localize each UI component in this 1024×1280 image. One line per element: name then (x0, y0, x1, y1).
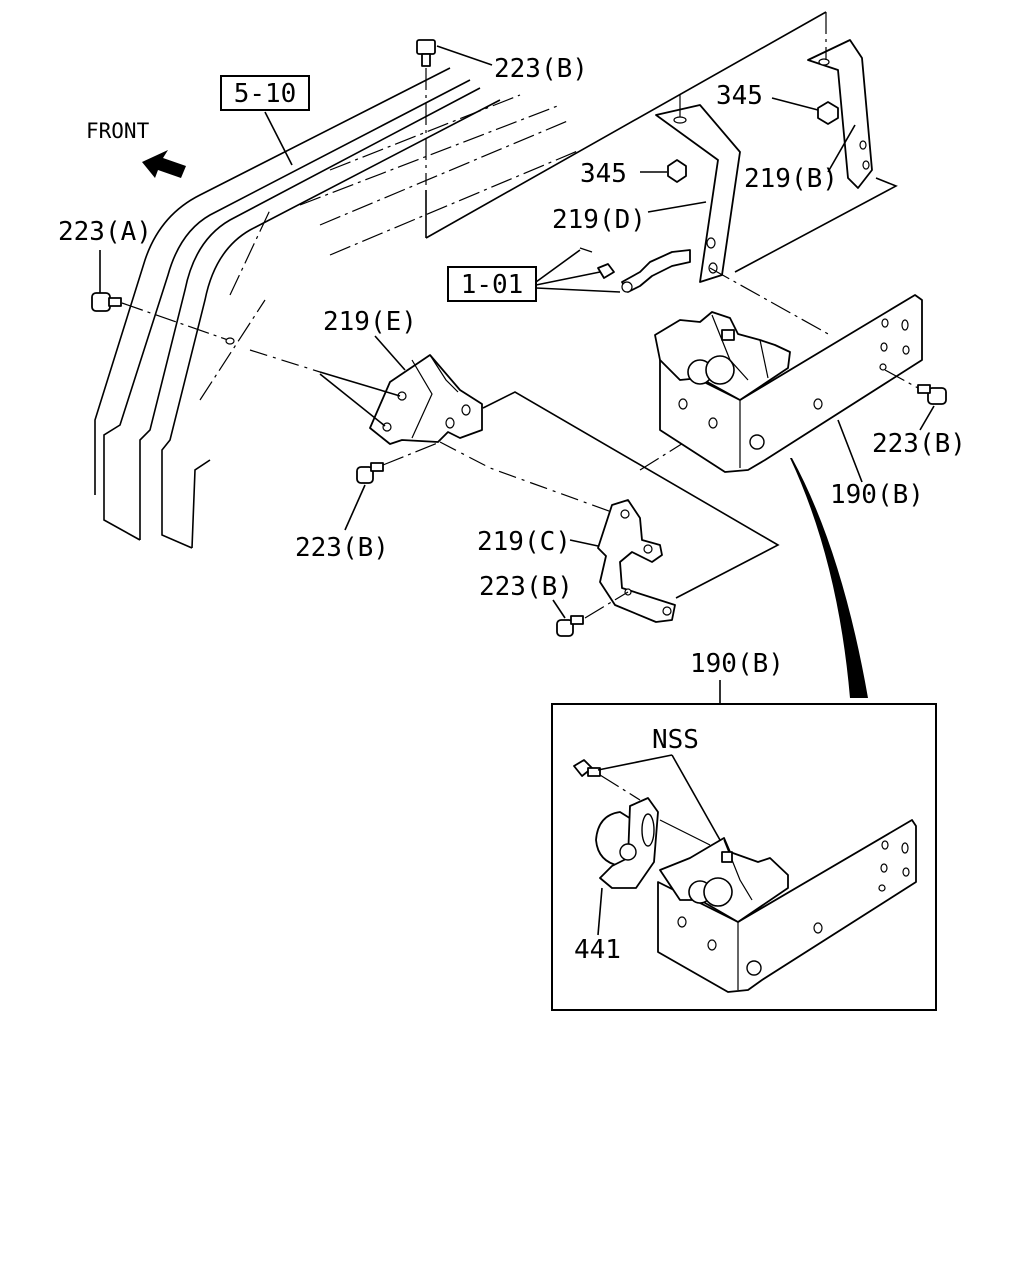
leader-219e-a (319, 371, 401, 397)
guide-219d-to-190b (709, 267, 831, 336)
leader-1-01-a (535, 249, 581, 283)
side-panel (94, 11, 827, 549)
inset-bolt-nss[interactable] (573, 759, 601, 777)
leader-190b (837, 419, 863, 483)
bolt-223b-right[interactable] (917, 384, 947, 405)
label-441: 441 (574, 935, 621, 965)
leader-219e-b (319, 373, 386, 427)
ref-1-01-text: 1-01 (461, 270, 524, 300)
leader-223b-left (344, 484, 366, 531)
bolt-223b-top[interactable] (416, 39, 436, 67)
ref-box-5-10[interactable]: 5-10 (220, 75, 310, 111)
leader-1-01-b (535, 271, 601, 286)
label-223b-left: 223(B) (295, 533, 389, 563)
leader-nss-a (597, 754, 673, 771)
leader-219e (374, 335, 406, 371)
front-label: FRONT (86, 119, 150, 143)
leader-345-top (771, 97, 819, 111)
front-arrow-icon (142, 150, 186, 178)
label-345-mid: 345 (580, 159, 627, 189)
label-190b-inset: 190(B) (690, 649, 784, 679)
leader-1-01-c (535, 287, 621, 293)
leader-223a-axis (121, 302, 229, 341)
label-223b-low: 223(B) (479, 572, 573, 602)
leader-441 (597, 887, 603, 936)
inset-guide (659, 819, 711, 846)
nut-345-top[interactable] (817, 101, 839, 125)
label-219e: 219(E) (323, 307, 417, 337)
guide-219e-219c (482, 391, 780, 599)
nut-345-mid[interactable] (667, 159, 687, 183)
bracket-219e[interactable] (369, 354, 483, 445)
bracket-219b[interactable] (807, 39, 873, 189)
bolt-223b-low[interactable] (556, 615, 584, 637)
cable-end[interactable] (579, 247, 691, 293)
label-345-top: 345 (716, 81, 763, 111)
label-219c: 219(C) (477, 527, 571, 557)
leader-219d (647, 201, 707, 213)
guide-219e-to-219c-dash (439, 441, 621, 516)
label-223a: 223(A) (58, 217, 152, 247)
leader-bolt-left-axis (382, 441, 441, 466)
label-nss: NSS (652, 725, 699, 755)
bracket-219c[interactable] (597, 499, 676, 623)
bolt-223b-left[interactable] (356, 462, 384, 484)
label-223b-right: 223(B) (872, 429, 966, 459)
ref-5-10-text: 5-10 (234, 79, 297, 109)
ref-box-1-01[interactable]: 1-01 (447, 266, 537, 302)
leader-bolt-low-axis (584, 591, 629, 619)
bracket-219b-guide (734, 177, 898, 273)
leader-219b (827, 124, 856, 173)
inset-hinge-assembly[interactable] (657, 819, 917, 993)
bolt-223a[interactable] (91, 292, 122, 312)
leader-223b-top (436, 45, 493, 66)
leader-223b-right (919, 405, 935, 431)
leader-223b-low (552, 599, 566, 619)
label-219d: 219(D) (552, 205, 646, 235)
hole-panel (225, 337, 235, 345)
leader-219c (569, 539, 599, 547)
label-223b-top: 223(B) (494, 54, 588, 84)
leader-nss-axis (599, 774, 641, 801)
leader-bolt-right-axis (884, 369, 919, 389)
leader-5-10 (264, 111, 293, 166)
detail-pointer (790, 458, 868, 698)
label-219b: 219(B) (744, 164, 838, 194)
leader-nss-b (671, 754, 721, 841)
leader-panel-to-219e (249, 349, 321, 373)
hinge-assembly-190b[interactable] (654, 294, 923, 473)
label-190b: 190(B) (830, 480, 924, 510)
part-441[interactable] (595, 797, 659, 889)
